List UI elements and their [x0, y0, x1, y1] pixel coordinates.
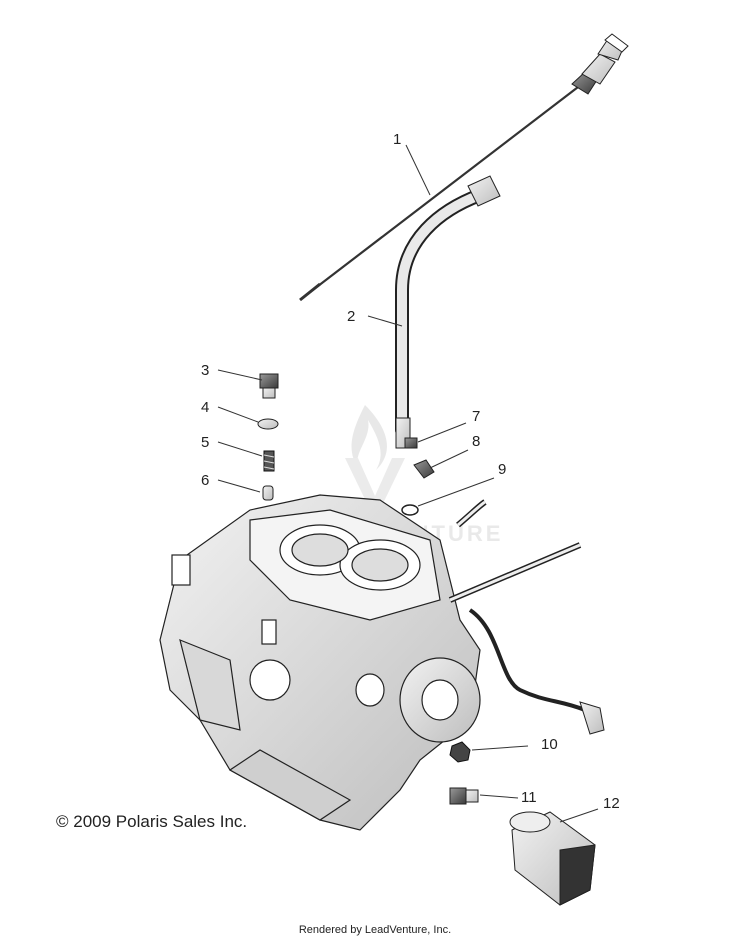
nut: [449, 741, 471, 763]
callout-10: 10: [541, 736, 558, 753]
bracket: [413, 459, 435, 479]
callout-3: 3: [201, 362, 209, 379]
leader-lines: [217, 144, 599, 823]
dipstick-tube: [395, 175, 501, 449]
washer: [257, 418, 279, 430]
dipstick: [299, 33, 629, 302]
callout-12: 12: [603, 795, 620, 812]
callout-4: 4: [201, 399, 209, 416]
callout-6: 6: [201, 472, 209, 489]
oil-filter: [509, 811, 596, 906]
callout-7: 7: [472, 408, 480, 425]
pin: [262, 485, 274, 501]
o-ring: [401, 504, 419, 516]
spring: [263, 450, 275, 472]
callout-8: 8: [472, 433, 480, 450]
copyright-text: © 2009 Polaris Sales Inc.: [56, 812, 248, 831]
callout-5: 5: [201, 434, 209, 451]
callout-2: 2: [347, 308, 355, 325]
callout-11: 11: [521, 789, 537, 806]
tube-bolt: [404, 437, 418, 449]
engine-crankcase: [159, 494, 481, 831]
drain-plug: [449, 787, 479, 805]
callout-9: 9: [498, 461, 506, 478]
callout-labels: 1 2 3 4 5 6 7 8 9 10 11 12: [201, 131, 620, 812]
vent-tube: [448, 499, 605, 735]
rendered-by-footer: Rendered by LeadVenture, Inc.: [298, 924, 452, 936]
callout-1: 1: [393, 131, 401, 148]
bolt: [259, 373, 279, 399]
